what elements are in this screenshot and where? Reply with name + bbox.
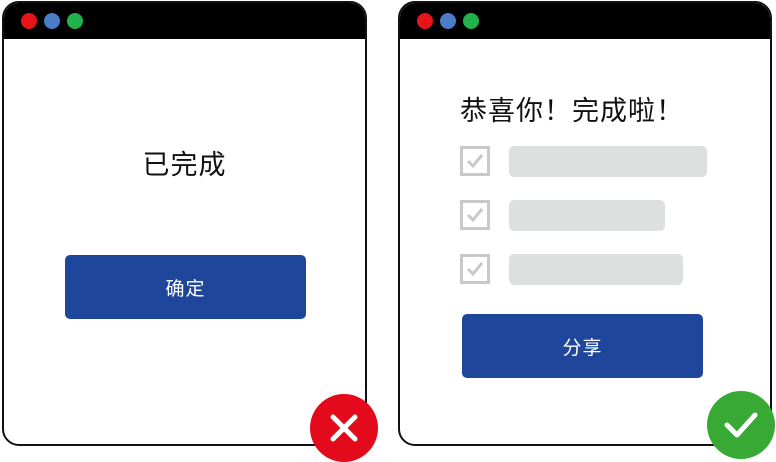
correct-badge [707, 391, 775, 459]
correct-example-window: 恭喜你！完成啦！ 分享 [398, 1, 772, 446]
checklist-item-placeholder [509, 146, 707, 177]
close-dot-icon[interactable] [21, 13, 37, 29]
maximize-dot-icon[interactable] [463, 13, 479, 29]
maximize-dot-icon[interactable] [67, 13, 83, 29]
checkmark-icon [466, 208, 484, 223]
congratulations-heading: 恭喜你！完成啦！ [460, 96, 684, 127]
checkbox-checked[interactable] [460, 146, 490, 176]
minimize-dot-icon[interactable] [440, 13, 456, 29]
window-titlebar [400, 3, 770, 39]
incorrect-example-window: 已完成 确定 [2, 1, 367, 446]
confirm-button[interactable]: 确定 [65, 255, 306, 319]
checkbox-checked[interactable] [460, 254, 490, 284]
checkmark-icon [466, 262, 484, 277]
minimize-dot-icon[interactable] [44, 13, 60, 29]
checkbox-checked[interactable] [460, 200, 490, 230]
x-mark-icon [330, 414, 358, 442]
window-titlebar [4, 3, 365, 39]
checkmark-icon [724, 412, 758, 438]
checklist-item-placeholder [509, 200, 665, 231]
completion-message: 已完成 [142, 150, 227, 181]
incorrect-badge [310, 394, 378, 462]
checkmark-icon [466, 154, 484, 169]
share-button[interactable]: 分享 [462, 314, 703, 378]
checklist-item-placeholder [509, 254, 683, 285]
close-dot-icon[interactable] [417, 13, 433, 29]
